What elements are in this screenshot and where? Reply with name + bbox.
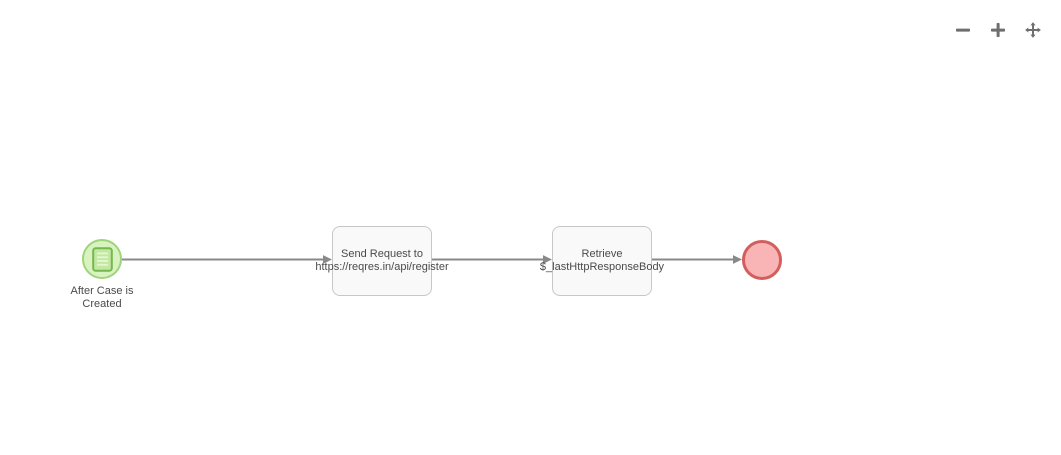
task-retrieve-label: Retrieve $_lastHttpResponseBody	[540, 248, 664, 274]
sequence-flow-start-to-task1[interactable]	[122, 255, 332, 264]
minus-icon	[956, 28, 970, 32]
sequence-flow-task2-to-end[interactable]	[652, 255, 742, 264]
task-label-line1: Retrieve	[581, 248, 623, 260]
view-controls	[954, 21, 1042, 39]
task-label-line2: $_lastHttpResponseBody	[539, 261, 665, 273]
task-send-request-node[interactable]	[332, 226, 432, 296]
end-event-node[interactable]	[742, 240, 782, 280]
start-event-node[interactable]	[82, 239, 122, 279]
sequence-flow-task1-to-task2[interactable]	[432, 255, 552, 264]
zoom-out-button[interactable]	[954, 21, 972, 39]
zoom-in-button[interactable]	[989, 21, 1007, 39]
pan-button[interactable]	[1024, 21, 1042, 39]
document-lines-icon	[91, 246, 113, 272]
task-send-request-label: Send Request to https://reqres.in/api/re…	[315, 248, 448, 274]
task-retrieve-node[interactable]	[552, 226, 652, 296]
task-label-line2: https://reqres.in/api/register	[315, 261, 449, 273]
task-label-line1: Send Request to	[341, 248, 423, 260]
plus-icon	[991, 23, 1005, 37]
move-icon	[1025, 22, 1041, 38]
